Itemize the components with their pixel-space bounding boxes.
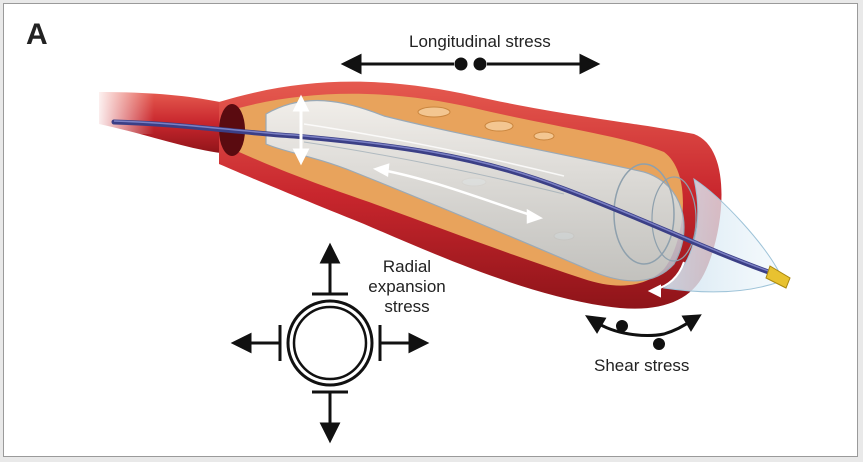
shear-stress-arrow <box>588 316 699 349</box>
longitudinal-stress-arrow <box>344 56 597 72</box>
figure-panel: A <box>3 3 858 457</box>
vessel-illustration <box>4 4 858 457</box>
longitudinal-stress-label: Longitudinal stress <box>409 32 551 52</box>
radial-label-line-3: stress <box>352 297 462 317</box>
radial-label-line-2: expansion <box>352 277 462 297</box>
shear-stress-label: Shear stress <box>594 356 689 376</box>
radial-expansion-stress-label: Radial expansion stress <box>352 257 462 317</box>
radial-label-line-1: Radial <box>352 257 462 277</box>
